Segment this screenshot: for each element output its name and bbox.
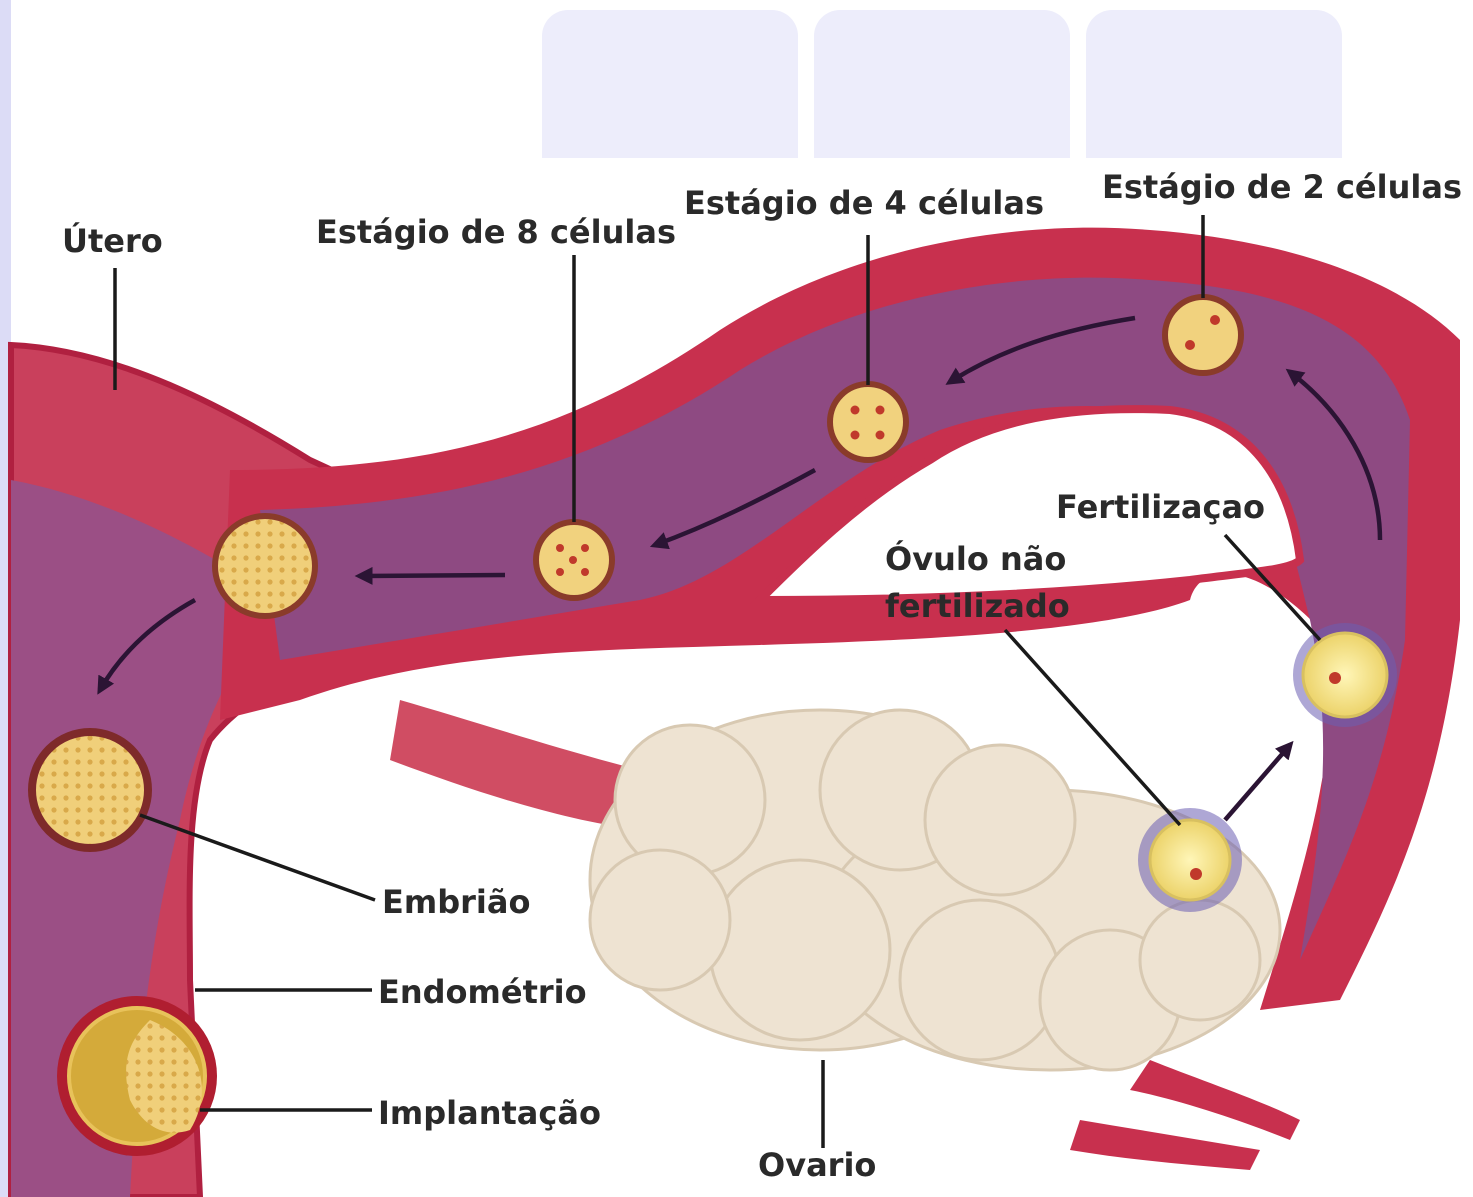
label-implantacao: Implantação [378,1094,601,1132]
label-ovulo-line2: fertilizado [885,587,1070,625]
label-ovario: Ovario [758,1146,876,1184]
cell-8-stage [536,522,612,598]
label-estagio-4: Estágio de 4 células [684,184,1044,222]
label-ovulo-line1: Óvulo não [885,539,1066,578]
implanting-embryo [57,996,217,1156]
label-estagio-8: Estágio de 8 células [316,213,676,251]
blastocyst [32,732,148,848]
morula [215,516,315,616]
fertilized-ovum [1293,623,1397,727]
fimbriae [1130,1060,1300,1140]
label-estagio-2: Estágio de 2 células [1102,168,1462,206]
cell-2-stage [1165,297,1241,373]
label-fertilizacao: Fertilizaçao [1056,488,1265,526]
label-endometrio: Endométrio [378,973,587,1011]
label-utero: Útero [62,221,163,260]
unfertilized-ovum [1138,808,1242,912]
ovarian-ligament [390,700,640,830]
cell-4-stage [830,384,906,460]
label-embriao: Embrião [382,883,530,921]
